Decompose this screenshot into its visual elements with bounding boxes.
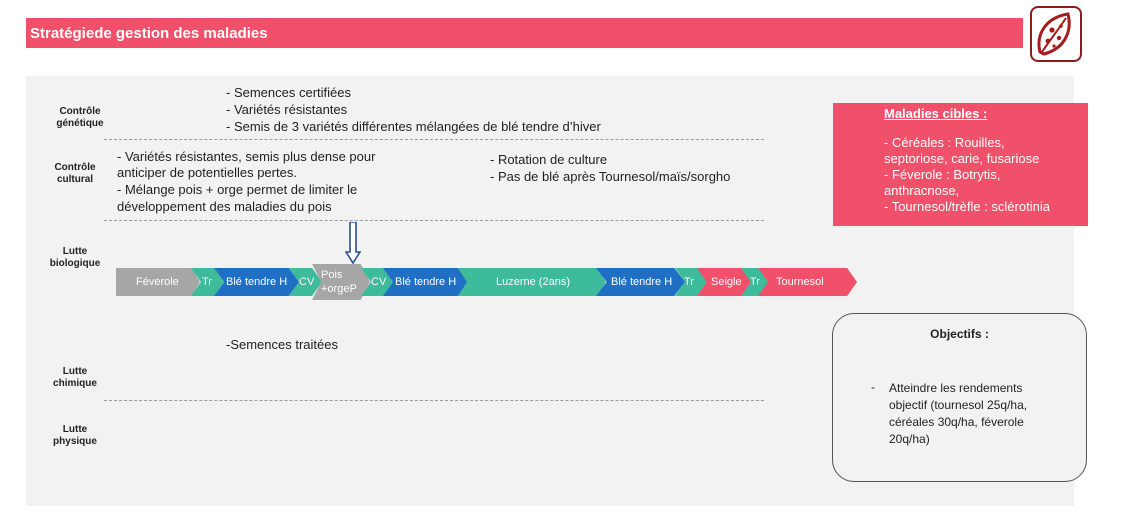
cultural-left-line: anticiper de potentielles pertes. (117, 165, 297, 180)
objectives-bullet: - (871, 380, 875, 394)
row-label-chimique: Lutte chimique (53, 366, 97, 389)
rotation-step: Blé tendre H (596, 268, 685, 296)
rotation-step: Blé tendre H (214, 268, 299, 296)
rotation-step: Luzerne (2ans) (458, 268, 606, 296)
cultural-left-line: développement des maladies du pois (117, 199, 332, 214)
objectives-text: Atteindre les rendements objectif (tourn… (889, 380, 1079, 448)
row-label-physique: Lutte physique (53, 424, 97, 447)
disease-line: anthracnose, (884, 183, 960, 198)
objective-line: céréales 30q/ha, féverole (889, 415, 1024, 429)
rotation-step: Tournesol (758, 268, 857, 296)
genetic-item: - Variétés résistantes (226, 102, 348, 117)
down-arrow-icon (345, 222, 361, 264)
disease-line: - Céréales : Rouilles, (884, 135, 1005, 150)
title-bar: Stratégiede gestion des maladies (26, 18, 1023, 48)
divider (104, 400, 764, 401)
row-label-biologique: Lutte biologique (49, 246, 101, 269)
divider (104, 139, 764, 140)
genetic-item: - Semences certifiées (226, 85, 351, 100)
disease-line: - Tournesol/trèfle : sclérotinia (884, 199, 1050, 214)
cultural-left-line: - Variétés résistantes, semis plus dense… (117, 149, 376, 164)
rotation-step: Pois +orgeP (312, 264, 370, 300)
objective-line: Atteindre les rendements (889, 381, 1023, 395)
page-title: Stratégiede gestion des maladies (30, 25, 268, 42)
genetic-item: - Semis de 3 variétés différentes mélang… (226, 119, 601, 134)
logo (1030, 6, 1082, 62)
leaf-disease-icon (1037, 12, 1071, 56)
objectives-box: Objectifs : - Atteindre les rendements o… (832, 313, 1087, 482)
target-diseases-box: Maladies cibles : - Céréales : Rouilles,… (833, 103, 1088, 226)
row-label-genetique: Contrôle génétique (56, 106, 104, 129)
row-label-cultural: Contrôle cultural (54, 162, 96, 185)
rotation-step: Blé tendre H (383, 268, 468, 296)
cultural-right-line: - Pas de blé après Tournesol/maïs/sorgho (490, 169, 731, 184)
chemical-text: -Semences traitées (226, 337, 338, 352)
divider (104, 220, 764, 221)
diseases-title: Maladies cibles : (884, 106, 988, 121)
cultural-left-line: - Mélange pois + orge permet de limiter … (117, 182, 358, 197)
objective-line: objectif (tournesol 25q/ha, (889, 398, 1028, 412)
objective-line: 20q/ha) (889, 432, 930, 446)
objectives-title: Objectifs : (930, 327, 989, 341)
disease-line: - Féverole : Botrytis, (884, 167, 1001, 182)
rotation-step: Féverole (116, 268, 200, 296)
cultural-right-line: - Rotation de culture (490, 152, 608, 167)
rotation-step: Seigle (697, 268, 751, 296)
disease-line: septoriose, carie, fusariose (884, 151, 1040, 166)
